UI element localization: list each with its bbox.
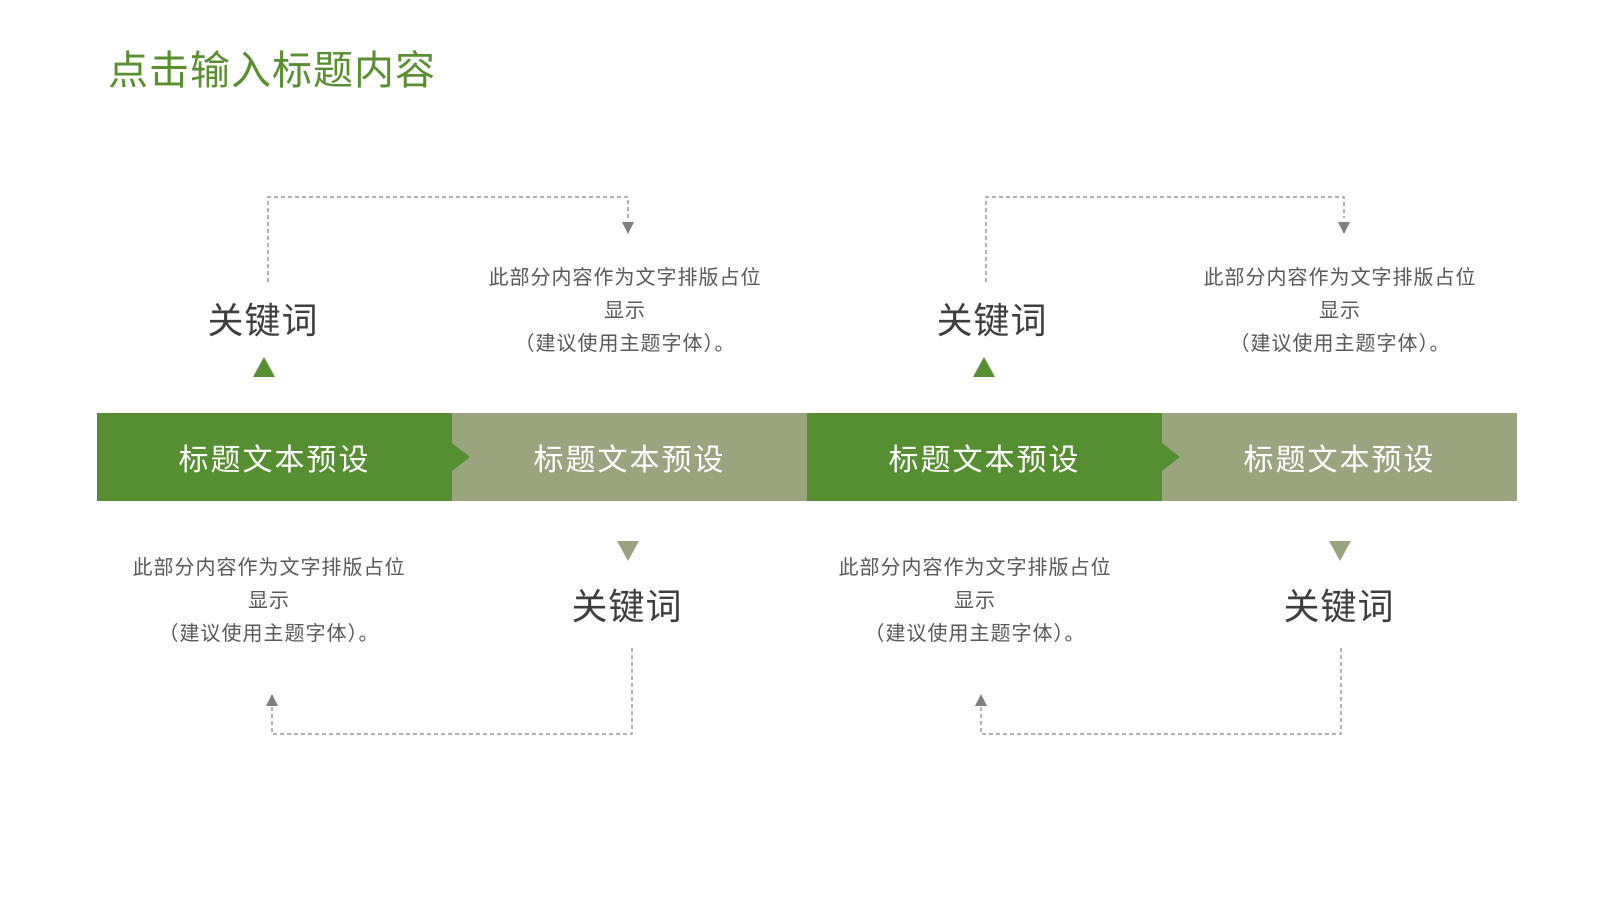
chevron-notch [452,443,470,471]
description-1: 此部分内容作为文字排版占位 显示 （建议使用主题字体）。 [99,551,439,650]
connector-top-1 [267,196,629,282]
triangle-up-icon [973,357,995,377]
triangle-down-icon [1329,541,1351,561]
connector-bottom-1 [271,648,633,735]
desc-line: （建议使用主题字体）。 [514,331,736,355]
desc-line: 显示 [1319,298,1361,322]
arrow-down-icon [622,222,634,234]
desc-line: （建议使用主题字体）。 [1229,331,1451,355]
keyword-2: 关键词 [571,587,683,628]
arrow-down-icon [1338,222,1350,234]
desc-line: （建议使用主题字体）。 [158,621,380,645]
chevron-notch [1162,443,1180,471]
triangle-down-icon [617,541,639,561]
step-3-label: 标题文本预设 [888,443,1081,478]
step-3: 标题文本预设 [807,413,1162,501]
process-bar: 标题文本预设 标题文本预设 标题文本预设 标题文本预设 [97,413,1517,501]
description-4: 此部分内容作为文字排版占位 显示 （建议使用主题字体）。 [1170,261,1510,360]
description-2: 此部分内容作为文字排版占位 显示 （建议使用主题字体）。 [455,261,795,360]
step-2: 标题文本预设 [452,413,807,501]
arrow-up-icon [975,694,987,706]
description-3: 此部分内容作为文字排版占位 显示 （建议使用主题字体）。 [805,551,1145,650]
page-title: 点击输入标题内容 [108,48,436,94]
arrow-up-icon [266,694,278,706]
connector-top-2 [985,196,1345,282]
step-1: 标题文本预设 [97,413,452,501]
step-4-label: 标题文本预设 [1243,443,1436,478]
step-1-label: 标题文本预设 [178,443,371,478]
keyword-3: 关键词 [936,301,1048,342]
desc-line: 此部分内容作为文字排版占位 [1203,265,1477,289]
step-2-label: 标题文本预设 [533,443,726,478]
desc-line: 此部分内容作为文字排版占位 [488,265,762,289]
step-4: 标题文本预设 [1162,413,1517,501]
keyword-4: 关键词 [1283,587,1395,628]
desc-line: 显示 [954,588,996,612]
desc-line: 显示 [248,588,290,612]
keyword-1: 关键词 [207,301,319,342]
desc-line: 此部分内容作为文字排版占位 [132,555,406,579]
triangle-up-icon [253,357,275,377]
desc-line: 此部分内容作为文字排版占位 [838,555,1112,579]
desc-line: 显示 [604,298,646,322]
connector-bottom-2 [980,648,1342,735]
desc-line: （建议使用主题字体）。 [864,621,1086,645]
